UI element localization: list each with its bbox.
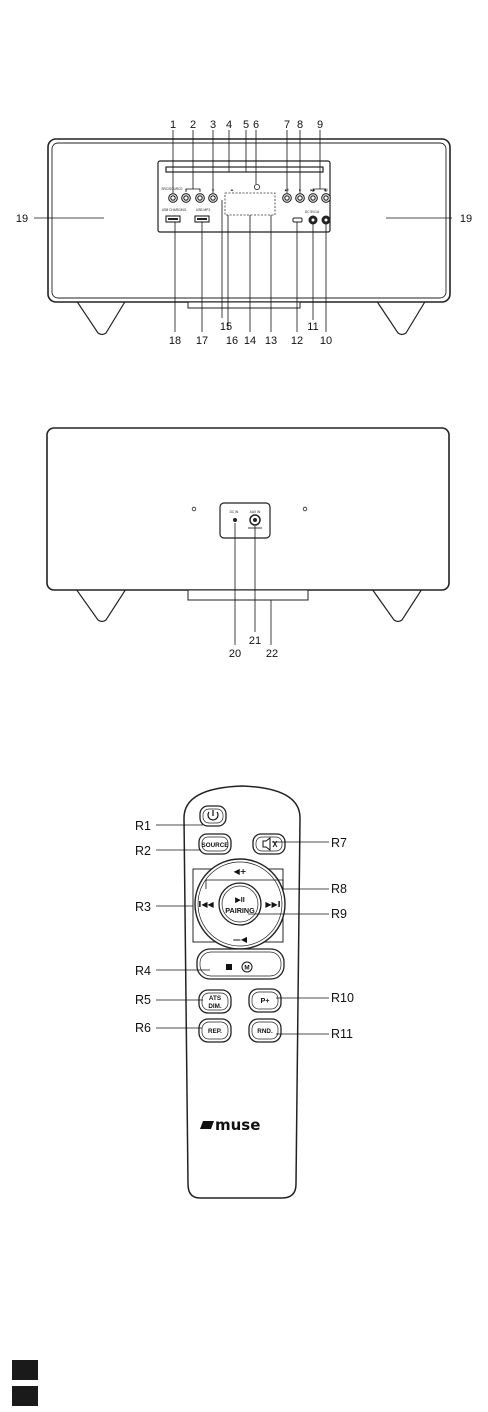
- rear-view-diagram: DC IN AUX IN 20 21 22: [0, 410, 488, 660]
- rear-bottom-strip: [188, 590, 308, 600]
- repeat-label: REP.: [208, 1028, 222, 1035]
- dc-in-socket[interactable]: [233, 518, 237, 522]
- volume-down-icon: —◀: [233, 935, 248, 944]
- right-foot: [376, 300, 426, 335]
- stop-icon: [226, 964, 232, 970]
- callout-9: 9: [317, 119, 323, 131]
- callout-8: 8: [297, 119, 303, 131]
- usb-charging-label: USB CHARGING: [162, 208, 187, 212]
- callout-4: 4: [226, 119, 232, 131]
- rear-left-foot: [76, 589, 126, 622]
- ir-sensor: [293, 218, 302, 222]
- callout-12: 12: [291, 335, 303, 347]
- callout-R8: R8: [331, 882, 347, 896]
- previous-track-icon: I◀◀: [198, 900, 214, 909]
- callout-16: 16: [226, 335, 238, 347]
- mode-label: M: [244, 965, 249, 972]
- callout-R1: R1: [135, 819, 151, 833]
- preset-label: P+: [261, 996, 270, 1005]
- callout-13: 13: [265, 335, 277, 347]
- callout-7: 7: [284, 119, 290, 131]
- callout-18: 18: [169, 335, 181, 347]
- front-view-diagram: SRC/SOURCE USB CHARGING USB MP3 DC 5V/1A…: [0, 0, 488, 360]
- callout-3: 3: [210, 119, 216, 131]
- callout-R2: R2: [135, 844, 151, 858]
- eject-icon: ⏏: [230, 188, 233, 192]
- source-button-label: SOURCE: [202, 842, 229, 849]
- callout-R11: R11: [331, 1027, 353, 1041]
- callout-11: 11: [307, 321, 318, 333]
- callout-15: 15: [220, 321, 232, 333]
- rear-right-foot: [372, 589, 422, 622]
- dim-label: DIM.: [208, 1003, 222, 1010]
- page-marker-bottom: [12, 1386, 38, 1406]
- random-label: RND.: [257, 1028, 273, 1035]
- dc-label: DC 5V/1A: [305, 210, 320, 214]
- cd-slot: [166, 167, 323, 172]
- callout-R6: R6: [135, 1021, 151, 1035]
- callout-14: 14: [244, 335, 256, 347]
- callout-R7: R7: [331, 836, 347, 850]
- callout-R3: R3: [135, 900, 151, 914]
- callout-5: 5: [243, 119, 249, 131]
- callout-21: 21: [249, 635, 261, 647]
- callout-1: 1: [170, 119, 176, 131]
- next-track-icon: ▶▶I: [265, 900, 280, 909]
- play-pairing-button[interactable]: [219, 883, 261, 925]
- usb-play-label: USB MP3: [196, 208, 210, 212]
- callout-R5: R5: [135, 993, 151, 1007]
- callout-R10: R10: [331, 991, 354, 1005]
- source-label: SRC/SOURCE: [161, 187, 182, 191]
- callout-17: 17: [196, 335, 208, 347]
- play-pause-label: ▶II: [234, 895, 245, 904]
- ats-label: ATS: [209, 995, 221, 1002]
- callout-19-left: 19: [16, 213, 28, 225]
- callout-R9: R9: [331, 907, 347, 921]
- callout-R4: R4: [135, 964, 151, 978]
- callout-20: 20: [229, 648, 241, 660]
- callout-6: 6: [253, 119, 259, 131]
- left-foot: [76, 300, 126, 335]
- svg-text:muse: muse: [215, 1116, 260, 1134]
- page-marker-top: [12, 1360, 38, 1380]
- callout-22: 22: [266, 648, 278, 660]
- callout-2: 2: [190, 119, 196, 131]
- volume-up-icon: ◀+: [234, 867, 247, 876]
- callout-19-right: 19: [460, 213, 472, 225]
- callout-10: 10: [320, 335, 332, 347]
- dc-in-label: DC IN: [230, 510, 239, 514]
- rear-connector-panel: [220, 503, 270, 538]
- remote-stop-mode-button[interactable]: [197, 949, 284, 979]
- remote-control-diagram: SOURCE ▶II PAIRING ◀+ —◀ I◀◀ ▶▶I M ATS D…: [0, 780, 488, 1220]
- aux-in-label: AUX IN: [250, 510, 261, 514]
- bottom-strip: [188, 302, 300, 308]
